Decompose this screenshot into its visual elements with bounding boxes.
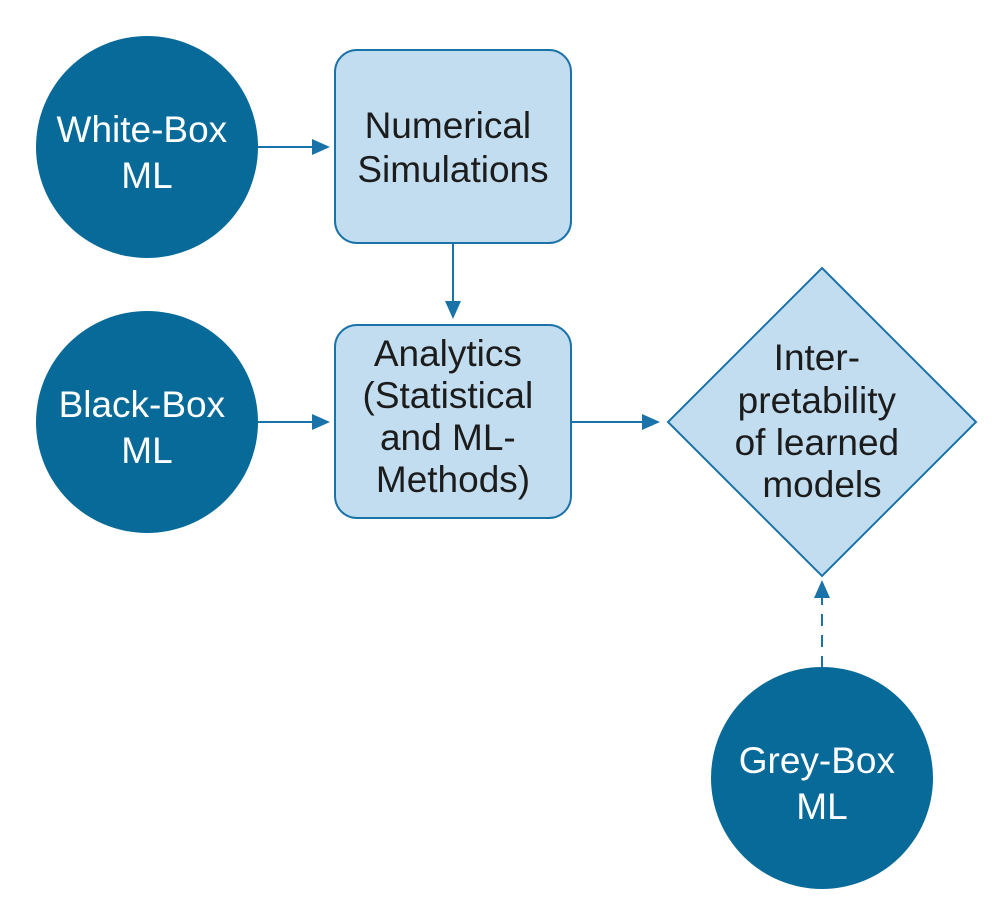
svg-text:Black-Box ML: Black-Box ML xyxy=(59,384,236,471)
analytics-label-line-1: Analytics xyxy=(374,333,522,374)
svg-text:Analytics (Statistical: Analytics (Statistical and ML- Methods) xyxy=(363,333,544,500)
white-box-ml-label-line-1: White-Box xyxy=(57,109,228,150)
interpretability-label-line-2: pretability xyxy=(738,380,897,421)
interpretability-label-line-1: Inter- xyxy=(774,337,860,378)
grey-box-ml-label-line-1: Grey-Box xyxy=(739,740,896,781)
svg-text:Grey-Box ML: Grey-Box ML xyxy=(739,740,906,827)
svg-text:White-Box ML: White-Box ML xyxy=(57,109,238,196)
edge-numerical-simulations-to-analytics xyxy=(445,244,461,319)
edge-black-box-to-analytics xyxy=(258,414,330,430)
black-box-ml-label-line-1: Black-Box xyxy=(59,384,226,425)
black-box-ml-label-line-2: ML xyxy=(121,430,172,471)
node-grey-box-ml: Grey-Box ML xyxy=(711,667,933,889)
numerical-simulations-label-line-1: Numerical xyxy=(365,105,532,146)
edge-analytics-to-interpretability xyxy=(572,414,660,430)
svg-text:Inter- pretability: Inter- pretability of learned models xyxy=(735,337,910,505)
node-analytics: Analytics (Statistical and ML- Methods) xyxy=(334,324,572,519)
edge-white-box-to-numerical-simulations xyxy=(258,139,330,155)
node-black-box-ml: Black-Box ML xyxy=(36,311,258,533)
white-box-ml-label-line-2: ML xyxy=(121,155,172,196)
analytics-label-line-2: (Statistical xyxy=(363,375,534,416)
grey-box-ml-label-line-2: ML xyxy=(796,786,847,827)
interpretability-label-line-3: of learned xyxy=(735,422,900,463)
node-interpretability-of-learned-models: Inter- pretability of learned models xyxy=(666,266,978,578)
interpretability-label-line-4: models xyxy=(762,464,881,505)
svg-text:Numerical Simulations: Numerical Simulations xyxy=(357,105,548,190)
analytics-label-line-4: Methods) xyxy=(376,459,530,500)
node-numerical-simulations: Numerical Simulations xyxy=(334,49,572,244)
node-white-box-ml: White-Box ML xyxy=(36,36,258,258)
edge-grey-box-to-interpretability-dashed xyxy=(814,580,830,668)
numerical-simulations-label-line-2: Simulations xyxy=(357,149,548,190)
analytics-label-line-3: and ML- xyxy=(380,417,516,458)
